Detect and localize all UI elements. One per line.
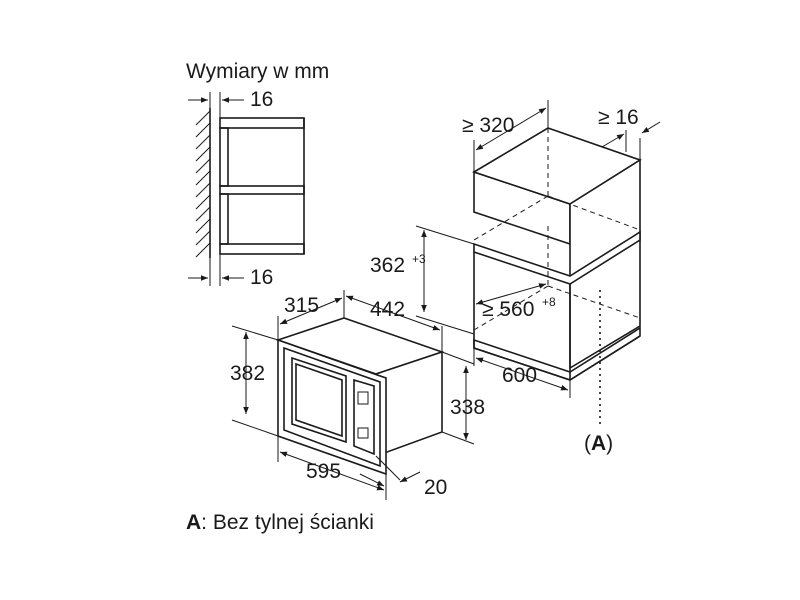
middle-board [219, 185, 305, 195]
appliance-depth-label: 315 [284, 294, 319, 317]
side-top-gap-label: 16 [250, 88, 273, 111]
microwave-door-window [291, 356, 347, 444]
lower-board [219, 243, 305, 255]
niche-width-tolerance: +8 [542, 295, 556, 309]
upper-back-stile [219, 127, 229, 187]
footnote-key: A [186, 511, 202, 534]
appliance-body-height-label: 338 [450, 396, 485, 419]
niche-height-label: 362 [370, 254, 405, 277]
footnote-text: : Bez tylnej ścianki [201, 511, 374, 534]
side-detail [188, 92, 305, 286]
footnote: A: Bez tylnej ścianki [186, 511, 374, 535]
microwave [231, 290, 475, 500]
niche-cabinet-depth-label: 600 [502, 364, 537, 387]
lower-back-stile [219, 193, 229, 245]
appliance-front-width-label: 595 [306, 460, 341, 483]
cabinet-niche [415, 100, 661, 424]
side-bottom-gap-label: 16 [250, 266, 273, 289]
niche-depth-label: ≥ 320 [462, 114, 514, 137]
niche-top-clearance-label: ≥ 16 [598, 106, 639, 129]
appliance-frame-thickness-label: 20 [424, 476, 447, 499]
appliance-width-label: 442 [370, 298, 405, 321]
appliance-front-height-label: 382 [230, 362, 265, 385]
units-title: Wymiary w mm [186, 60, 330, 83]
niche-width-label: ≥ 560 [482, 298, 534, 321]
niche-height-tolerance: +3 [412, 252, 426, 266]
wall-hatching [195, 110, 211, 258]
niche-marker-label: (A) [584, 432, 613, 455]
upper-board [219, 117, 305, 129]
